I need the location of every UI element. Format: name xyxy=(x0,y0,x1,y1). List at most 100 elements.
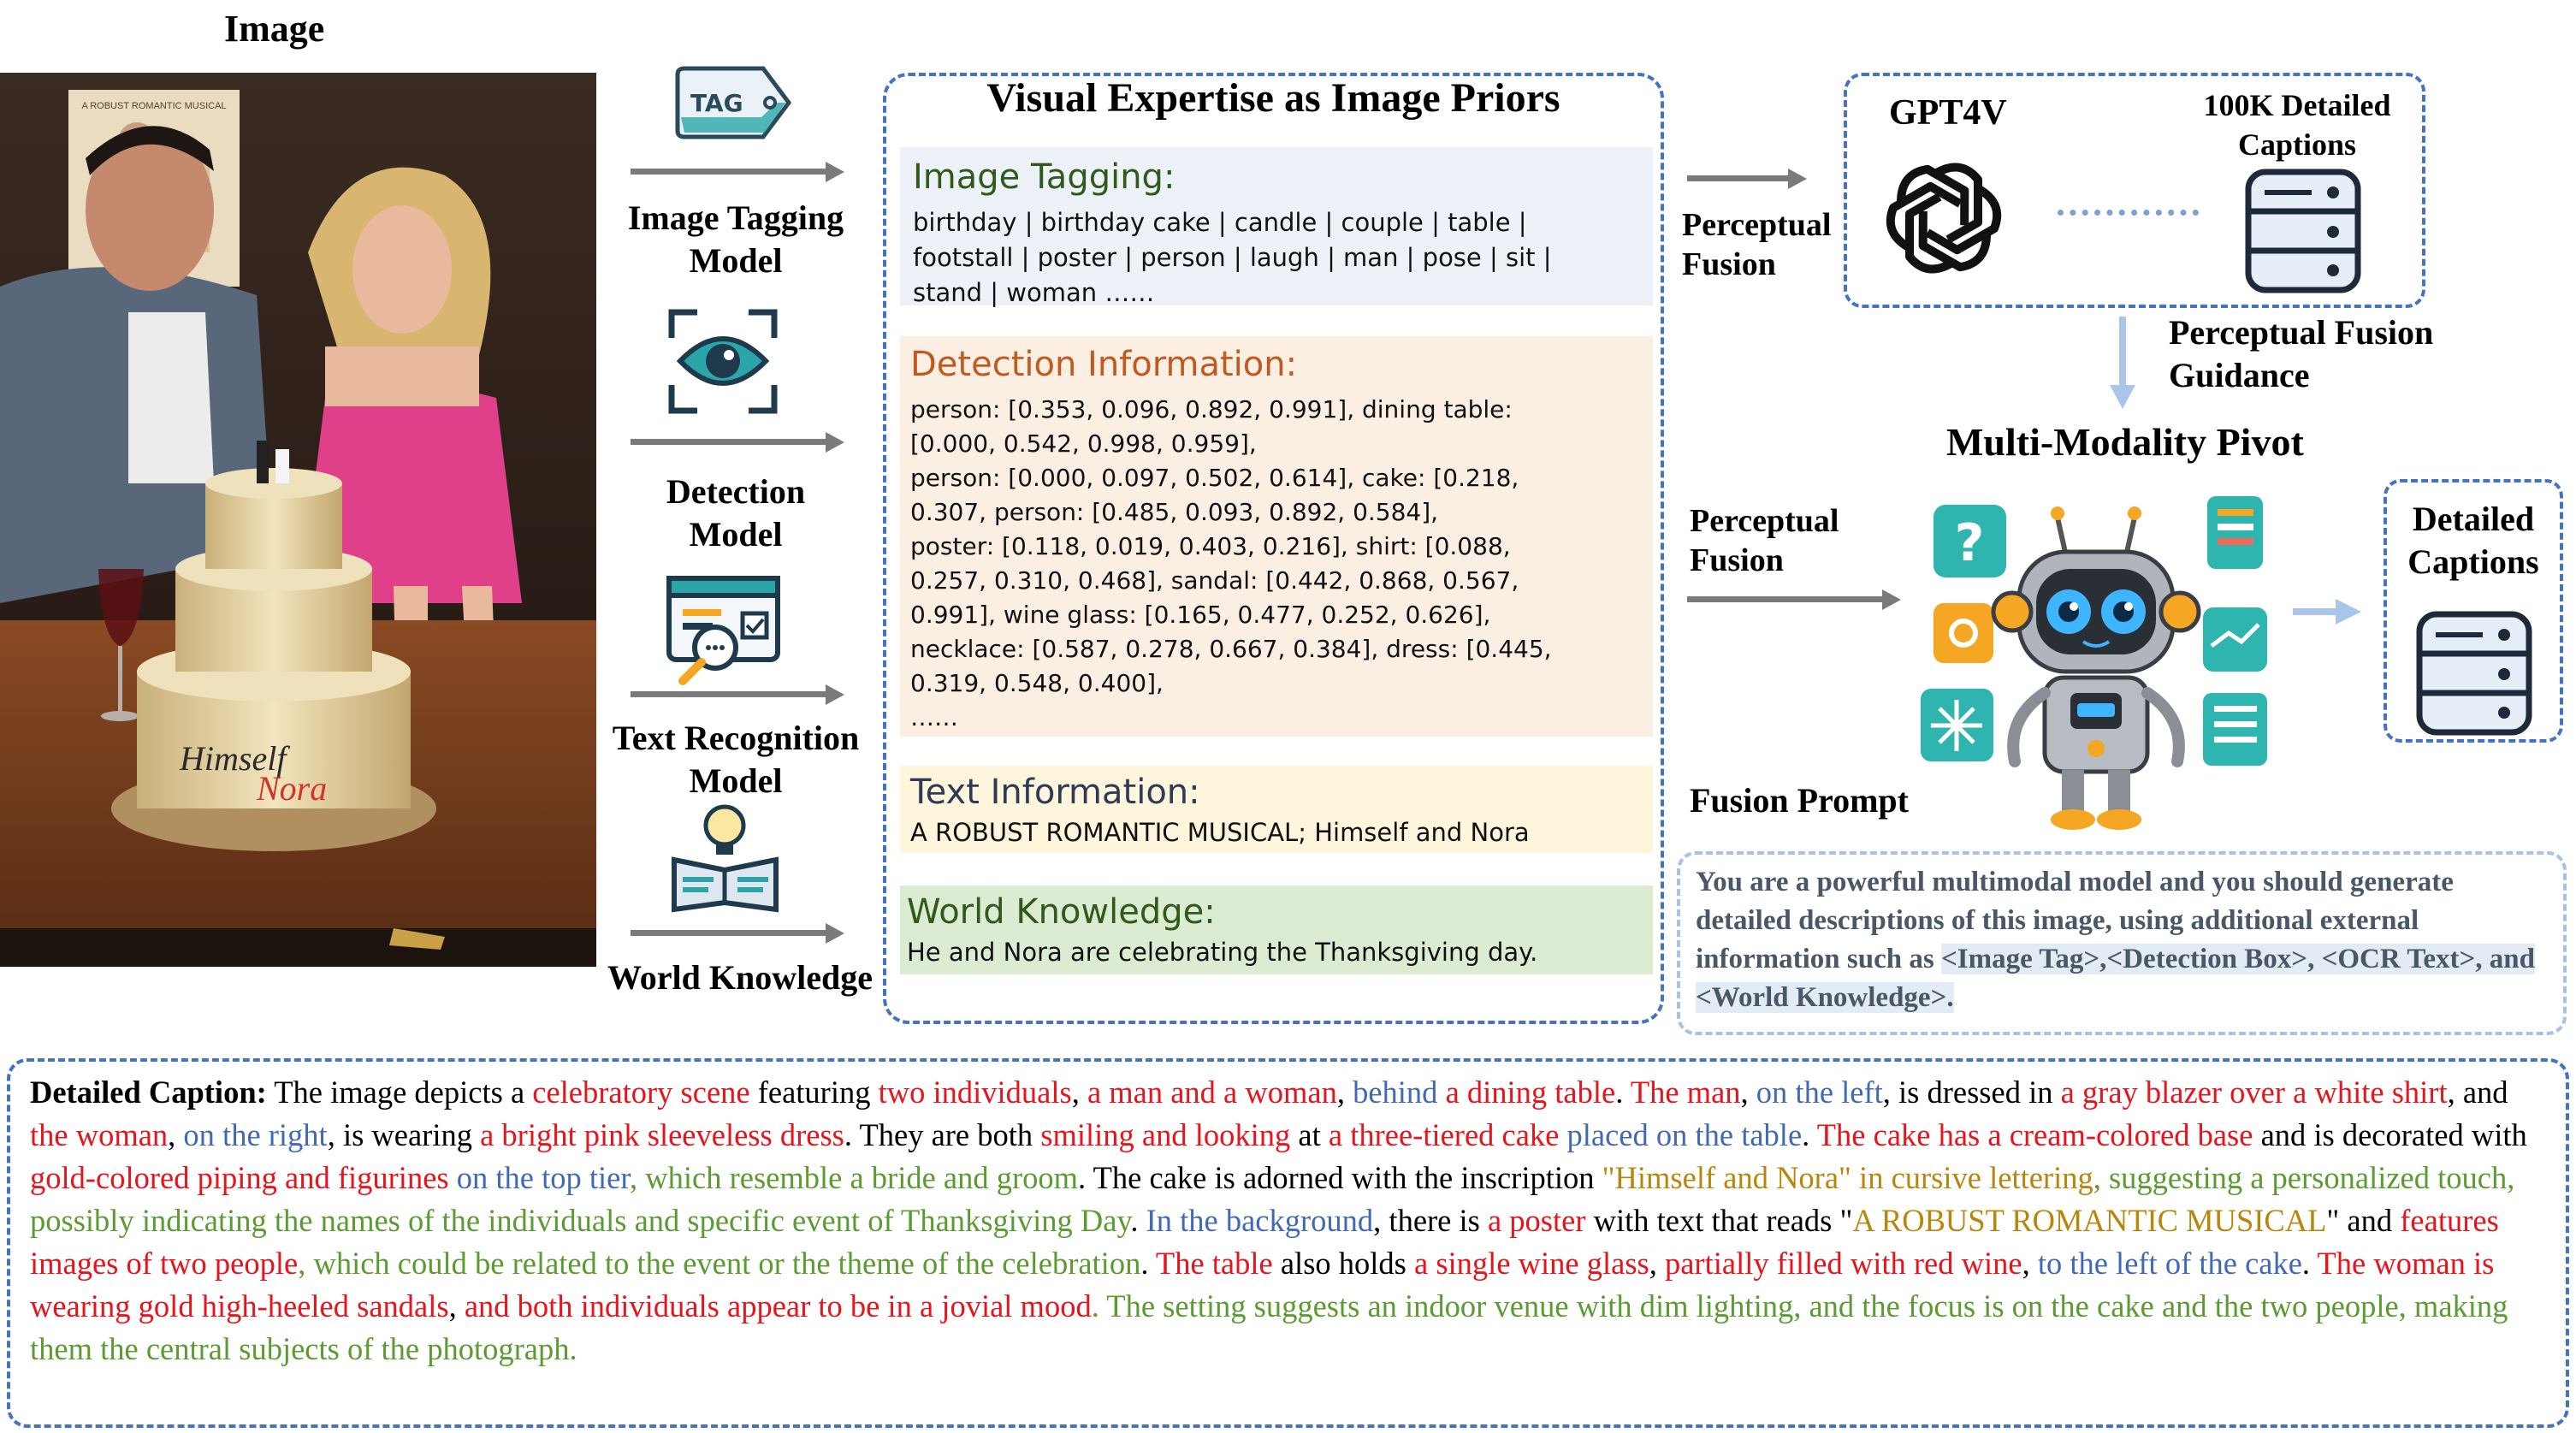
caption-segment: a three-tiered cake xyxy=(1329,1117,1560,1152)
detailed-caption-text: Detailed Caption: The image depicts a ce… xyxy=(30,1071,2554,1371)
panel-tagging-text: birthday | birthday cake | candle | coup… xyxy=(913,205,1640,311)
caption-segment: featuring xyxy=(750,1075,879,1110)
panel-text-info-title: Text Information: xyxy=(910,773,1643,812)
label-text-recognition-model: Text Recognition Model xyxy=(599,717,873,802)
knowledge-book-icon xyxy=(667,800,783,915)
caption-segment: , xyxy=(1337,1075,1353,1110)
caption-segment: , xyxy=(168,1117,183,1152)
caption-segment: a gray blazer over a white shirt xyxy=(2061,1075,2448,1110)
robot-pivot-illustration: ? xyxy=(1916,479,2276,838)
pivot-title: Multi-Modality Pivot xyxy=(1946,419,2304,465)
caption-segment: with text that reads " xyxy=(1586,1203,1853,1238)
dotted-connector xyxy=(2058,210,2199,216)
eye-icon xyxy=(667,308,779,415)
caption-segment: In the background xyxy=(1146,1203,1374,1238)
caption-segment: partially filled with red wine xyxy=(1665,1246,2022,1281)
panel-detection-title: Detection Information: xyxy=(910,345,1643,384)
caption-segment: placed on the table xyxy=(1559,1117,1802,1152)
priors-title: Visual Expertise as Image Priors xyxy=(883,74,1664,121)
database-icon-right xyxy=(2414,609,2534,737)
caption-segment: and is decorated with xyxy=(2253,1117,2526,1152)
arrow-detection xyxy=(631,439,827,445)
caption-segment: , is dressed in xyxy=(1883,1075,2061,1110)
caption-segment: a dining table xyxy=(1446,1075,1616,1110)
panel-tagging-title: Image Tagging: xyxy=(913,157,1640,197)
label-tagging-model: Image Tagging Model xyxy=(603,197,868,282)
label-perceptual-fusion-top: Perceptual Fusion xyxy=(1682,205,1831,284)
caption-segment: , which could be related to the event or… xyxy=(298,1246,1140,1281)
label-fusion-prompt: Fusion Prompt xyxy=(1690,780,1909,820)
arrow-world-knowledge xyxy=(631,930,827,936)
caption-segment: . xyxy=(1615,1075,1631,1110)
caption-segment: a single wine glass xyxy=(1414,1246,1649,1281)
caption-segment: two individuals xyxy=(879,1075,1072,1110)
caption-segment: also holds xyxy=(1273,1246,1414,1281)
label-100k-captions: 100K Detailed Captions xyxy=(2194,86,2400,164)
caption-segment: . xyxy=(1140,1246,1156,1281)
label-perceptual-fusion-bottom: Perceptual Fusion xyxy=(1690,501,1839,580)
caption-segment: at xyxy=(1290,1117,1329,1152)
caption-segment: on the top tier xyxy=(449,1160,630,1195)
caption-segment: . The cake is adorned with the inscripti… xyxy=(1078,1160,1602,1195)
arrow-to-gpt4v xyxy=(1687,175,1790,181)
label-detailed-captions: Detailed Captions xyxy=(2384,498,2563,583)
panel-text-info-text: A ROBUST ROMANTIC MUSICAL; Himself and N… xyxy=(910,815,1643,850)
caption-segment: , xyxy=(449,1288,465,1323)
caption-segment: , xyxy=(2022,1246,2038,1281)
arrow-down-guidance xyxy=(2110,317,2135,411)
svg-text:TAG: TAG xyxy=(690,89,743,117)
fusion-prompt-text: You are a powerful multimodal model and … xyxy=(1696,863,2548,1017)
caption-segment: The cake has a cream-colored base xyxy=(1817,1117,2253,1152)
svg-text:?: ? xyxy=(1955,513,1985,573)
photo-illustration: A ROBUST ROMANTIC MUSICAL xyxy=(0,73,596,967)
caption-segment: "Himself and Nora" in cursive lettering xyxy=(1602,1160,2093,1195)
panel-text-information: Text Information: A ROBUST ROMANTIC MUSI… xyxy=(900,766,1653,853)
tag-icon: TAG xyxy=(669,64,797,141)
arrow-to-pivot xyxy=(1687,596,1884,602)
arrow-text-recognition xyxy=(631,691,827,697)
caption-segment: the woman xyxy=(30,1117,168,1152)
label-detection-model: Detection Model xyxy=(603,471,868,556)
caption-segment: , xyxy=(1741,1075,1756,1110)
arrow-to-detailed-captions xyxy=(2293,599,2361,625)
caption-segment: to the left of the cake xyxy=(2038,1246,2302,1281)
caption-segment: , which resemble a bride and groom xyxy=(630,1160,1078,1195)
caption-segment: behind xyxy=(1353,1075,1437,1110)
caption-segment: a poster xyxy=(1488,1203,1586,1238)
panel-detection: Detection Information: person: [0.353, 0… xyxy=(900,336,1653,737)
caption-segment: , and xyxy=(2448,1075,2508,1110)
detailed-caption-label: Detailed Caption: xyxy=(30,1075,267,1110)
caption-segment: . xyxy=(2302,1246,2318,1281)
caption-segment: . They are both xyxy=(844,1117,1040,1152)
ocr-icon xyxy=(666,575,781,686)
openai-logo-icon xyxy=(1875,150,2012,287)
caption-segment: , xyxy=(1072,1075,1087,1110)
label-world-knowledge: World Knowledge xyxy=(599,956,881,999)
caption-segment: smiling and looking xyxy=(1040,1117,1290,1152)
caption-segment: The man xyxy=(1631,1075,1741,1110)
caption-segment: . xyxy=(1802,1117,1817,1152)
arrow-tagging xyxy=(631,169,827,175)
fusion-prompt-box: You are a powerful multimodal model and … xyxy=(1677,851,2567,1035)
caption-segment: , there is xyxy=(1373,1203,1488,1238)
caption-segment: , xyxy=(1649,1246,1665,1281)
panel-world-text: He and Nora are celebrating the Thanksgi… xyxy=(907,935,1646,969)
panel-detection-text: person: [0.353, 0.096, 0.892, 0.991], di… xyxy=(910,393,1643,735)
caption-segment: celebratory scene xyxy=(532,1075,749,1110)
label-fusion-guidance: Perceptual Fusion Guidance xyxy=(2169,311,2433,397)
svg-text:A ROBUST ROMANTIC MUSICAL: A ROBUST ROMANTIC MUSICAL xyxy=(81,101,226,111)
gpt4v-label: GPT4V xyxy=(1889,92,2007,133)
caption-segment: A ROBUST ROMANTIC MUSICAL xyxy=(1852,1203,2326,1238)
caption-segment: on the right xyxy=(183,1117,327,1152)
panel-world-title: World Knowledge: xyxy=(907,892,1646,932)
caption-segment: gold-colored piping and figurines xyxy=(30,1160,449,1195)
photo: A ROBUST ROMANTIC MUSICAL xyxy=(0,73,596,967)
svg-text:Nora: Nora xyxy=(256,769,327,808)
caption-segment: and both individuals appear to be in a j… xyxy=(465,1288,1092,1323)
caption-segment: . xyxy=(1130,1203,1146,1238)
caption-segment: , is wearing xyxy=(328,1117,480,1152)
caption-segment xyxy=(1437,1075,1445,1110)
database-icon-top xyxy=(2243,167,2363,295)
caption-segment: The table xyxy=(1156,1246,1273,1281)
caption-segment: " and xyxy=(2326,1203,2400,1238)
